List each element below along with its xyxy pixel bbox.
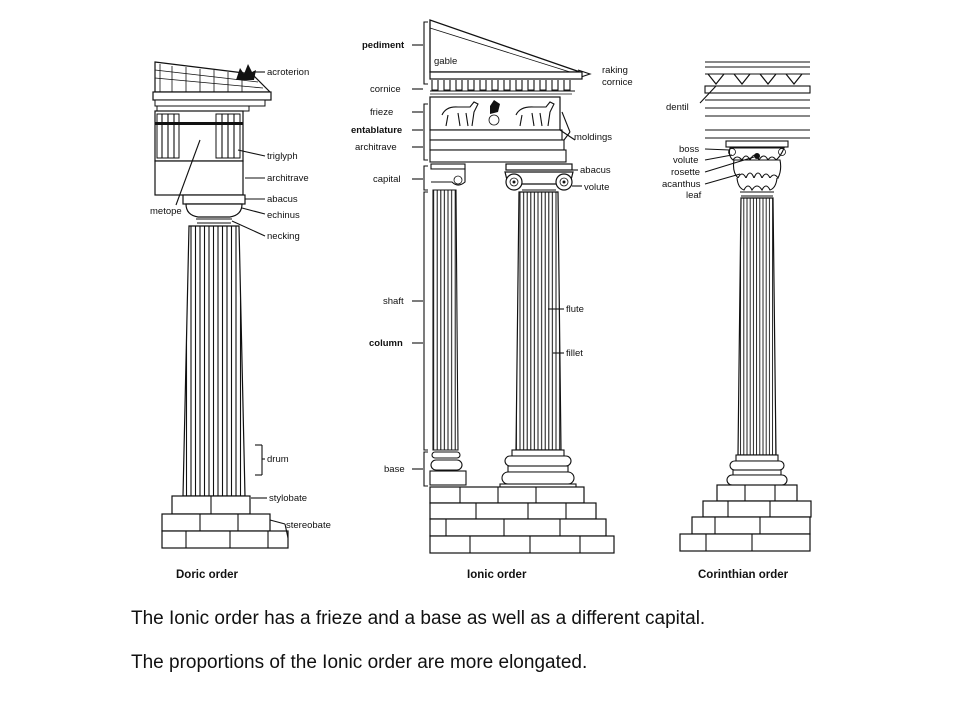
- label-moldings: moldings: [574, 132, 612, 143]
- ionic-order-title: Ionic order: [467, 569, 527, 581]
- label-pediment: pediment: [362, 40, 405, 51]
- label-metope: metope: [150, 206, 182, 217]
- label-ionic-architrave: architrave: [355, 142, 397, 153]
- label-raking: raking: [602, 65, 628, 76]
- label-raking-cornice: cornice: [602, 77, 633, 88]
- classical-orders-diagram: acroterion triglyph architrave abacus ec…: [150, 19, 812, 581]
- label-shaft: shaft: [383, 296, 404, 307]
- label-ionic-cornice: cornice: [370, 84, 401, 95]
- label-capital: capital: [373, 174, 400, 185]
- label-stylobate: stylobate: [269, 493, 307, 504]
- label-fillet: fillet: [566, 348, 583, 359]
- ionic-order-drawing: pediment gable raking cornice cornice fr…: [351, 19, 633, 581]
- label-necking: necking: [267, 231, 300, 242]
- label-echinus: echinus: [267, 210, 300, 221]
- label-drum: drum: [267, 454, 289, 465]
- label-frieze: frieze: [370, 107, 393, 118]
- label-ionic-abacus: abacus: [580, 165, 611, 176]
- label-base: base: [384, 464, 405, 475]
- label-flute: flute: [566, 304, 584, 315]
- label-rosette: rosette: [671, 167, 700, 178]
- label-triglyph: triglyph: [267, 151, 298, 162]
- caption-line-1: The Ionic order has a frieze and a base …: [131, 608, 706, 629]
- caption-line-2: The proportions of the Ionic order are m…: [131, 652, 588, 673]
- doric-order-title: Doric order: [176, 569, 239, 581]
- label-ionic-volute: volute: [584, 182, 609, 193]
- label-boss: boss: [679, 144, 699, 155]
- label-dentil: dentil: [666, 102, 689, 113]
- label-acroterion: acroterion: [267, 67, 309, 78]
- doric-order-drawing: acroterion triglyph architrave abacus ec…: [150, 61, 331, 581]
- corinthian-order-drawing: dentil boss volute rosette acanthus leaf…: [662, 61, 812, 581]
- label-gable: gable: [434, 56, 457, 67]
- label-corinthian-volute: volute: [673, 155, 698, 166]
- label-stereobate: stereobate: [286, 520, 331, 531]
- corinthian-order-title: Corinthian order: [698, 569, 789, 581]
- label-doric-architrave: architrave: [267, 173, 309, 184]
- label-acanthus-leaf: leaf: [686, 190, 702, 201]
- label-acanthus: acanthus: [662, 179, 701, 190]
- label-doric-abacus: abacus: [267, 194, 298, 205]
- label-column: column: [369, 338, 403, 349]
- label-entablature: entablature: [351, 125, 402, 136]
